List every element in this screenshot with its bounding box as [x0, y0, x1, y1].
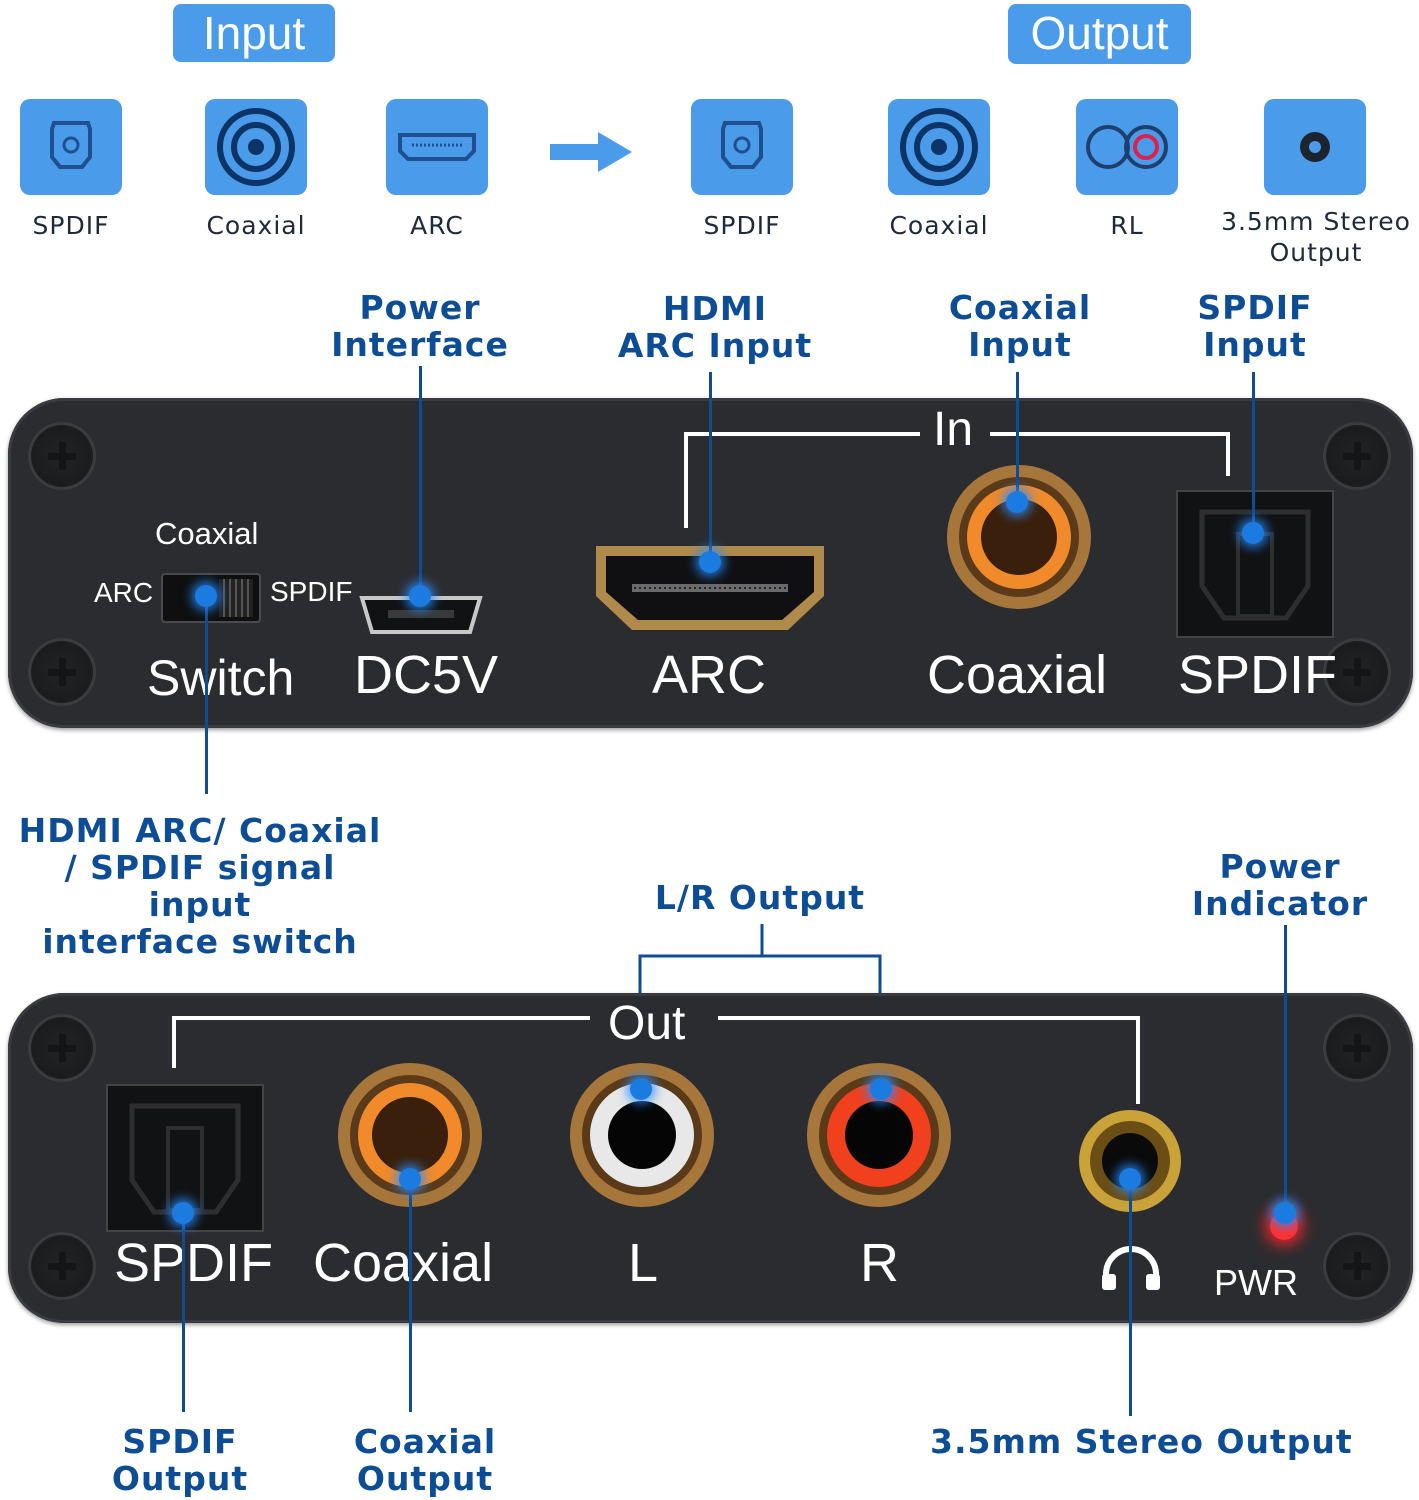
rca-left-jack-icon [570, 1063, 714, 1207]
leader-line [709, 372, 712, 562]
callout-dot [1119, 1168, 1141, 1190]
callout-power-indicator: Power Indicator [1191, 847, 1369, 923]
screw-icon [1323, 422, 1391, 490]
callout-dot [399, 1168, 421, 1190]
coaxial-port-label: Coaxial [927, 645, 1108, 705]
output-coaxial-label: Coaxial [889, 211, 989, 240]
switch-arc-label: ARC [94, 577, 154, 608]
spdif-port-label: SPDIF [1178, 645, 1338, 705]
output-rl-label: RL [1110, 211, 1144, 240]
screw-icon [1323, 638, 1391, 706]
callout-dot [870, 1078, 892, 1100]
spdif-out-label: SPDIF [114, 1233, 274, 1293]
spdif-input-port-icon [1176, 490, 1334, 638]
arc-port-label: ARC [652, 645, 767, 705]
screw-icon [28, 422, 96, 490]
output-spdif-label: SPDIF [703, 211, 781, 240]
callout-dot [409, 585, 431, 607]
coaxial-icon [205, 99, 307, 195]
switch-spdif-label: SPDIF [270, 576, 353, 607]
switch-label: Switch [147, 650, 295, 706]
callout-dot [1242, 522, 1264, 544]
headphone-jack-icon [1264, 99, 1366, 195]
callout-coaxial-output: Coaxial Output [353, 1422, 497, 1498]
leader-line [182, 1212, 185, 1412]
stereo-jack-icon [1079, 1110, 1181, 1212]
pwr-label: PWR [1214, 1262, 1298, 1303]
leader-line [1284, 925, 1287, 1215]
micro-usb-port-icon [359, 596, 483, 634]
screw-icon [1323, 1014, 1391, 1082]
out-label: Out [608, 997, 686, 1050]
leader-line [1129, 1178, 1132, 1416]
callout-spdif-output: SPDIF Output [111, 1422, 249, 1498]
coaxial-out-label: Coaxial [313, 1233, 494, 1293]
callout-dot [630, 1078, 652, 1100]
leader-line [1016, 372, 1019, 502]
dc5v-label: DC5V [354, 645, 499, 705]
callout-coaxial-input: Coaxial Input [948, 288, 1092, 364]
leader-line [205, 596, 208, 794]
callout-power-interface: Power Interface [331, 288, 509, 364]
callout-dot [195, 585, 217, 607]
hdmi-icon [386, 99, 488, 195]
callout-hdmi-arc-input: HDMI ARC Input [617, 289, 813, 365]
screw-icon [1323, 1232, 1391, 1300]
screw-icon [28, 638, 96, 706]
output-stereo-label: 3.5mm Stereo Output [1221, 207, 1411, 267]
out-bracket [172, 1016, 1140, 1104]
output-badge: Output [1008, 4, 1191, 64]
coaxial-icon [888, 99, 990, 195]
l-label: L [628, 1233, 659, 1293]
callout-lr-output: L/R Output [654, 878, 866, 917]
callout-dot [172, 1202, 194, 1224]
callout-switch-description: HDMI ARC/ Coaxial / SPDIF signal input i… [18, 811, 382, 961]
spdif-icon [20, 99, 122, 195]
in-bracket [684, 432, 1230, 528]
input-badge: Input [173, 4, 335, 62]
screw-icon [28, 1232, 96, 1300]
callout-stereo-output: 3.5mm Stereo Output [930, 1422, 1353, 1461]
r-label: R [860, 1233, 899, 1293]
rca-icon [1076, 99, 1178, 195]
screw-icon [28, 1014, 96, 1082]
input-spdif-label: SPDIF [32, 211, 110, 240]
in-label: In [933, 403, 974, 456]
hdmi-port-icon [596, 546, 824, 630]
input-arc-label: ARC [410, 211, 464, 240]
rca-right-jack-icon [807, 1063, 951, 1207]
leader-line [409, 1178, 412, 1412]
arrow-right-icon [550, 132, 632, 172]
callout-dot [1006, 491, 1028, 513]
switch-coaxial-label: Coaxial [155, 516, 259, 551]
coaxial-output-jack-icon [338, 1063, 482, 1207]
callout-spdif-input: SPDIF Input [1197, 288, 1313, 364]
leader-line [419, 366, 422, 596]
input-coaxial-label: Coaxial [206, 211, 306, 240]
coaxial-input-jack-icon [947, 465, 1091, 609]
spdif-icon [691, 99, 793, 195]
callout-dot [1274, 1202, 1296, 1224]
leader-line [1252, 372, 1255, 532]
callout-dot [699, 551, 721, 573]
input-selector-switch[interactable] [161, 573, 261, 623]
